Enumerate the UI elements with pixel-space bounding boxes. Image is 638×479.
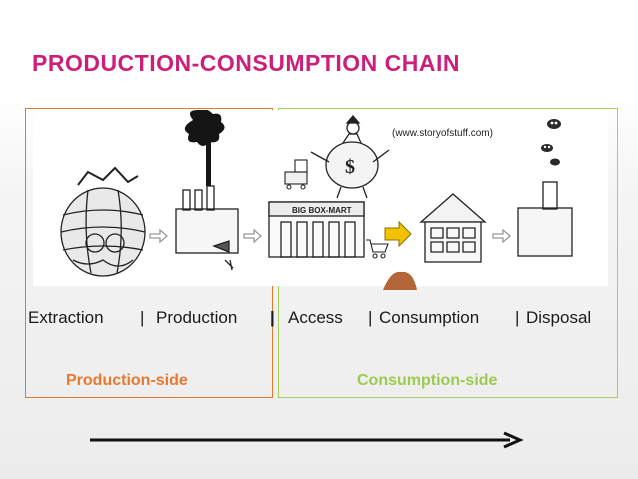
person-head-icon [383,271,417,290]
stage-extraction: Extraction [28,308,104,327]
slide-title: PRODUCTION-CONSUMPTION CHAIN [32,50,460,76]
house-icon [419,193,487,263]
register-icon [284,159,308,190]
shopping-cart-icon [366,239,389,259]
direction-arrow-icon [90,431,524,449]
highlight-arrow-icon [384,220,412,248]
stage-disposal: Disposal [526,308,592,327]
stage-separator: | [368,308,373,327]
production-side-label: Production-side [66,372,188,389]
stage-separator: | [140,308,145,327]
consumption-side-label: Consumption-side [357,372,498,389]
stage-consumption: Consumption [379,308,480,327]
store-sign-text: BIG BOX-MART [292,206,352,215]
stage-labels-row: Extraction | Production | Access | Consu… [28,308,618,330]
story-of-stuff-illustration: BIG BOX-MART $ [33,110,608,290]
earth-sketch-icon [60,166,146,277]
dollar-sign-text: $ [345,156,355,178]
stage-separator: | [270,308,275,327]
smoke-plume-icon [184,110,225,186]
skull-smoke-icon [541,119,561,166]
flow-arrow-icon [149,228,168,244]
stage-separator: | [515,308,520,327]
stage-access: Access [288,308,343,327]
source-citation: (www.storyofstuff.com) [392,128,493,139]
factory-icon [175,185,239,271]
big-box-store-icon [268,201,365,258]
incinerator-icon [517,181,573,257]
money-bag-icon [310,115,390,199]
stage-production: Production [156,308,238,327]
